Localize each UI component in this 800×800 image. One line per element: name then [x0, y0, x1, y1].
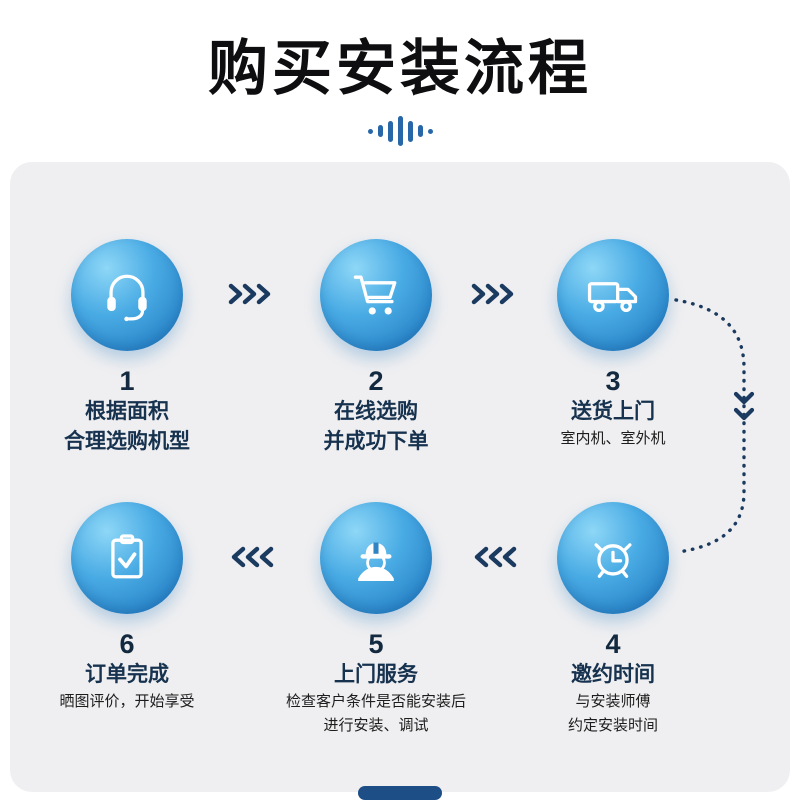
- clipboard-check-icon: [71, 502, 183, 614]
- sound-wave-icon: [0, 114, 800, 148]
- step-number: 6: [119, 629, 135, 659]
- step-number: 4: [605, 629, 621, 659]
- chevron-left-icon: [231, 546, 274, 568]
- step-subtitle-line: 进行安装、调试: [323, 716, 429, 734]
- chevron-right-icon: [471, 283, 514, 305]
- step-title-line: 根据面积: [85, 400, 169, 423]
- truck-icon-svg: [587, 282, 638, 313]
- step-6: 6 订单完成 晒图评价，开始享受: [5, 502, 249, 714]
- alarm-clock-icon: [557, 502, 669, 614]
- chevron-left-icon: [474, 546, 517, 568]
- step-3: 3 送货上门 室内机、室外机: [491, 239, 735, 451]
- step-title-line: 送货上门: [571, 400, 655, 423]
- step-4: 4 邀约时间 与安装师傅 约定安装时间: [491, 502, 735, 737]
- step-title-line: 邀约时间: [571, 663, 655, 686]
- cart-icon-svg: [353, 275, 397, 315]
- headset-icon: [71, 239, 183, 351]
- step-subtitle-line: 晒图评价，开始享受: [59, 693, 195, 711]
- clipboard-check-icon-svg: [111, 534, 143, 579]
- step-subtitle-line: 与安装师傅: [575, 693, 651, 711]
- step-title-line: 在线选购: [334, 400, 418, 423]
- step-title-line: 并成功下单: [323, 430, 429, 454]
- step-number: 1: [119, 366, 135, 396]
- truck-icon: [557, 239, 669, 351]
- page-title: 购买安装流程: [208, 35, 592, 102]
- worker-icon: [320, 502, 432, 614]
- step-title-line: 上门服务: [334, 663, 418, 686]
- step-subtitle-line: 室内机、室外机: [560, 430, 666, 448]
- step-1: 1 根据面积 合理选购机型: [5, 239, 249, 458]
- step-subtitle-line: 约定安装时间: [567, 716, 658, 734]
- step-title-line: 合理选购机型: [64, 430, 190, 454]
- chevron-right-icon: [228, 283, 271, 305]
- step-2: 2 在线选购 并成功下单: [254, 239, 498, 458]
- worker-icon-svg: [358, 542, 394, 581]
- step-number: 5: [368, 629, 384, 659]
- step-number: 2: [368, 366, 384, 396]
- step-subtitle-line: 检查客户条件是否能安装后: [285, 693, 466, 711]
- step-title-line: 订单完成: [85, 663, 169, 686]
- cart-icon: [320, 239, 432, 351]
- step-number: 3: [605, 366, 621, 396]
- bottom-tab-decoration: [358, 786, 442, 800]
- headset-icon-svg: [107, 274, 147, 322]
- alarm-clock-icon-svg: [594, 543, 632, 578]
- step-5: 5 上门服务 检查客户条件是否能安装后 进行安装、调试: [254, 502, 498, 737]
